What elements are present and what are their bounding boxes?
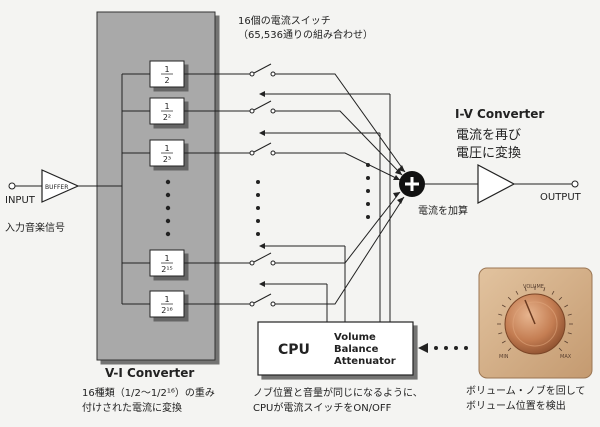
fraction-numerator: 1 [164, 65, 169, 74]
cpu-note-1: ノブ位置と音量が同じになるように、 [253, 386, 423, 399]
vba-1: Volume [334, 332, 376, 343]
input-terminal [8, 182, 16, 190]
fraction-box: 12² [149, 97, 185, 125]
fraction-denominator: 2¹⁶ [161, 306, 173, 315]
vi-note-1: 16種類（1/2〜1/2¹⁶）の重み [82, 386, 215, 399]
knob-tick [551, 290, 555, 295]
vba-3: Attenuator [334, 356, 396, 367]
fraction-numerator: 1 [164, 144, 169, 153]
sum-note: 電流を加算 [418, 204, 468, 217]
fraction-numerator: 1 [164, 102, 169, 111]
vba-2: Balance [334, 344, 379, 355]
knob-tick [564, 304, 569, 308]
current-switch [249, 63, 276, 77]
fraction-box: 12 [149, 60, 185, 88]
knob-tick [515, 290, 519, 295]
switch-note-2: （65,536通りの組み合わせ） [238, 28, 373, 41]
input-label: INPUT [5, 195, 36, 206]
buffer-label: BUFFER [45, 184, 68, 191]
knob-tick [558, 296, 563, 301]
fraction-denominator: 2 [164, 76, 169, 85]
fraction-denominator: 2² [163, 113, 171, 122]
fraction-numerator: 1 [164, 254, 169, 263]
current-switch [249, 252, 276, 266]
buffer-amp [41, 169, 80, 203]
knob-tick [524, 287, 527, 292]
output-terminal [571, 180, 579, 188]
knob-note-1: ボリューム・ノブを回して [466, 384, 585, 397]
knob-tick [501, 304, 506, 308]
knob-tick [567, 332, 572, 335]
current-switch [249, 293, 276, 307]
output-label: OUTPUT [540, 192, 582, 203]
knob-max-label: MAX [560, 354, 572, 360]
knob-tick [498, 313, 503, 316]
knob-tick [564, 340, 569, 344]
iv-title: I-V Converter [455, 107, 544, 121]
current-switch [249, 100, 276, 114]
vi-note-2: 付けされた電流に変換 [82, 401, 182, 414]
knob-note-2: ボリューム位置を検出 [466, 399, 566, 412]
cpu-label: CPU [278, 342, 310, 358]
fraction-denominator: 2³ [163, 155, 171, 164]
knob-tick [501, 340, 506, 344]
knob-tick [543, 287, 546, 292]
iv-note-1: 電流を再び [456, 128, 521, 143]
volume-mark: VOLUME [523, 284, 544, 290]
input-jp-label: 入力音楽信号 [5, 221, 65, 234]
fraction-box: 12³ [149, 139, 185, 167]
knob-tick [567, 313, 572, 316]
knob-tick [507, 347, 512, 352]
cpu-box [257, 321, 414, 376]
fraction-numerator: 1 [164, 295, 169, 304]
cpu-note-2: CPUが電流スイッチをON/OFF [253, 401, 392, 414]
vi-title: V-I Converter [105, 366, 194, 380]
knob-tick [507, 296, 512, 301]
knob-tick [558, 347, 563, 352]
current-switch [249, 142, 276, 156]
knob-tick [498, 332, 503, 335]
fraction-denominator: 2¹⁵ [161, 265, 173, 274]
iv-note-2: 電圧に変換 [456, 145, 521, 161]
switch-note-1: 16個の電流スイッチ [238, 14, 331, 27]
knob-min-label: MIN [499, 354, 509, 360]
iv-converter-amp [477, 164, 516, 204]
